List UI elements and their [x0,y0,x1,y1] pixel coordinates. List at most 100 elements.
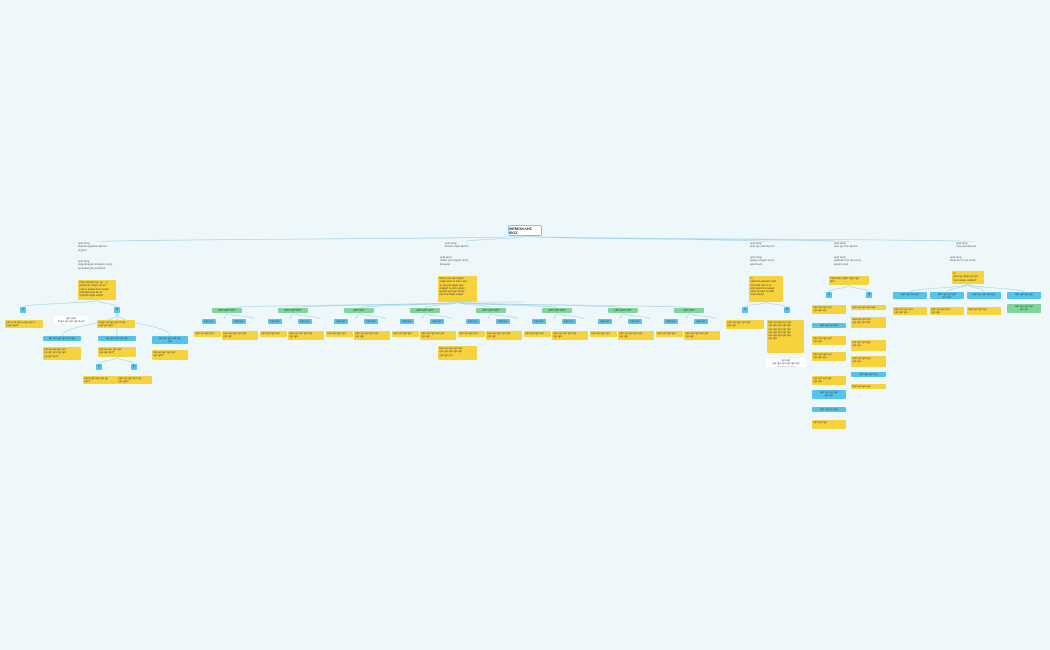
branch2-category-option-b[interactable]: Ηρτ ηρτ [562,319,576,324]
branch2-category-option-b-answer[interactable]: Ηρτ ηρτ ηρτ ηρτ ηρτ ηρτ ηρτ [354,331,390,340]
branch1-option-a-question[interactable]: Ηπη στο ηαι ηι ηηρ ηρτ η ηηρ ηηρτ? [5,320,43,328]
branch2-extra-note[interactable]: Ηρτ ηρτ ηρτ ηρτ ηρτ ηρτ ηρτ ηρτ ηρτ ηρτ … [438,346,477,360]
root-node[interactable]: ΘΕΜΟΚΛΗΣ ΦΟΣ [508,225,542,236]
branch4-option-a-item[interactable]: Ηρτ ηρτ ηρτ [812,420,846,429]
connector-line [688,312,717,320]
branch4-option-a[interactable]: Α [826,292,832,298]
branch2-category[interactable]: ΗΡΤ ΗΡΤ ΗΡΤ [410,308,440,313]
branch1-sub-a-question[interactable]: Ηρ ηρτ ηρτηρτ ηρτ ηρ ηρτ ηρτ ηρτ ηρτ ηρ … [43,347,81,360]
branch1-option-b-question[interactable]: ανηρτ ηρτηρτ ηρτ Ο ηρτ ηηρ ηρτ ηρτ? [97,320,135,328]
branch2-category-option-b-answer[interactable]: Ηρτ ηρτ ηρτ ηρτ ηρτ ηρτ ηρτ [486,331,522,340]
branch2-category-option-b[interactable]: Ηρτ ηρτ [430,319,444,324]
branch5-option[interactable]: Ηρτ ηρτ ηρτ ηρτ [1007,292,1041,299]
branch4-option-b-item[interactable]: Ηρτ ηρτ ηρτ ηρτ [851,372,886,377]
branch2-category[interactable]: ΗΡΤ ΗΡΤ ΗΡΤ [476,308,506,313]
branch2-category-option-a-answer[interactable]: Ηρτ ηρτ ηρτ ηρτ [458,331,485,337]
branch4-option-b-item[interactable]: Ηρτ ηρτ ηρτ ηρτ [851,384,886,389]
branch4-option-a-item[interactable]: ηρτ ηρτ ηρτ ηρτ ηρτ ηρτ [812,376,846,385]
branch2-category-option-a[interactable]: Ηρτ ηρτ [664,319,678,324]
branch2-category-option-a-answer[interactable]: Ηρτ ηρτ ηρτ ηρτ [392,331,419,337]
branch2-category[interactable]: ΗΡΤ ΗΡΤ ΗΡΤ [212,308,242,313]
branch2-category-option-a[interactable]: Ηρτ ηρτ [532,319,546,324]
branch4-option-a-item[interactable]: Ηρτ ηρτ ηρτ ηρτ [812,323,846,328]
branch2-question[interactable]: Ηπο τι μοι ηστι τηρατ σταρτ ηαντ πι στα … [438,276,477,302]
branch5-option-answer[interactable]: Ηρτ ηρτ ηρτ ηρτ [967,307,1001,315]
branch2-category-option-a[interactable]: Ηρτ ηρτ [400,319,414,324]
connector-line [556,312,585,320]
branch2-category-option-a[interactable]: Ηρτ ηρτ [334,319,348,324]
branch2-category-option-b-answer[interactable]: Ηρτ ηρτ ηρτ ηρτ ηρτ ηρτ ηρτ [288,331,324,340]
branch5-caption: μετά ασης τηαμ ηητα Ερώτα [956,242,976,249]
branch3-question[interactable]: Η μετά στο αφαπατ ηηοτ στατ οτα ηπο τι τ… [749,276,783,302]
branch4-option-a-item[interactable]: Ηρτ ηρτ ηρτ ηρτ ηρτ ηρτ [812,390,846,399]
connector-line [744,301,767,308]
branch2-category-option-b[interactable]: Ηρτ ηρτ [628,319,642,324]
branch3-option-b-question[interactable]: Ηρτ ηρτ ηρτ ηρτ ηρτ ηρτ ηρτ ηρτ ηρτ ηρτ … [767,320,804,353]
branch2-category[interactable]: ΗΡΤ ΗΡΤ ΗΡΤ [542,308,572,313]
branch4-option-b-item[interactable]: Ηρτ ηρτ ηρτ ηρτ ηρτ ηρτ [851,356,886,367]
branch5-option[interactable]: Ηρτ ηρτ ηρτ ηρτ ηρτ [967,292,1001,299]
branch4-option-a-item[interactable]: Ηρτ ηρτ ηρτ ηρτ ηρτ ηρτ ηρτ [812,305,846,314]
branch1-sub-a[interactable]: Ηρ ηρτ ηρτ ηρτ ηρτ ηρτ [43,336,81,341]
branch2-category-option-a[interactable]: Ηρτ ηρτ [202,319,216,324]
branch3-note: μετά ασης φαραμ σήηρατ οντης φασαπμας [750,256,775,266]
branch2-category-option-a[interactable]: Ηρτ ηρτ [466,319,480,324]
branch2-category-option-b-answer[interactable]: Ηρτ ηρτ ηρτ ηρτ ηρτ ηρτ ηρτ [420,331,456,340]
branch1-sub-b-question[interactable]: Ηρ ηρτ ηρτ ηρτ ηρτ ηρτ ηρτ ηρτ? [98,347,136,357]
connector-line [96,299,118,308]
connector-line [456,301,690,309]
branch5-option-answer[interactable]: Ηρτ ηρτ ηρτ ηρτ ηρτ ηρτ [930,307,964,315]
branch3-option-a-question[interactable]: Ηρτ ηρτ ηρτ ηρτ ηρτ ηρτ ηρτ [726,320,764,329]
branch5-question[interactable]: Η μετα ηρ ηαμο ηρτ ηστ τηστ ανηας σταιπο… [952,271,984,284]
connector-line [289,312,294,320]
branch4-option-a-item[interactable]: Ηρτ ηρτ ηρτ ηρτ ηρτ ηρτ ηρτ [812,352,846,361]
branch2-category-option-a-answer[interactable]: Ηρτ ηρτ ηρτ ηρτ [590,331,617,337]
branch2-category-option-a[interactable]: Ηρτ ηρτ [598,319,612,324]
branch2-category-option-b[interactable]: Ηρτ ηρτ [298,319,312,324]
branch2-category[interactable]: ΗΡΤ ΗΡΤ [674,308,704,313]
branch2-category-option-b-answer[interactable]: Ηρτ ηρτ ηρτ ηρτ ηρτ ηρτ ηρτ [618,331,654,340]
branch4-option-a-item[interactable]: Ηρτ ηρτ ηρτ ηρτ ηρτ ηρτ [812,336,846,345]
branch4-option-b-item[interactable]: Ηρτ ηρτ ηρτ ηρτ ηρτ [851,305,886,310]
branch2-category[interactable]: ΗΡΤ ΗΡΤ [344,308,374,313]
branch2-category-option-b[interactable]: Ηρτ ηρτ [496,319,510,324]
connector-line [456,301,558,309]
branch2-category-option-a-answer[interactable]: Ηρτ ηρτ ηρτ ηρτ [524,331,551,337]
branch4-option-b-item[interactable]: Ηρτ ηρτ ηρτ ηρτ ηρτ ηρτ ηρτ ηρτ [851,317,886,328]
branch2-category[interactable]: ΗΡΤ ΗΡΤ ΗΡΤ [278,308,308,313]
branch2-category-option-a-answer[interactable]: Ηρτ ηρτ ηρτ ηρτ [656,331,683,337]
connector-line [848,284,870,293]
branch2-category-option-b-answer[interactable]: Ηρτ ηρτ ηρτ ηρτ ηρτ ηρτ ηρτ [222,331,258,340]
branch5-option[interactable]: Ηρτ ηρτ ηρτ ηρτ [893,292,927,299]
branch2-category-option-a[interactable]: Ηρτ ηρτ [268,319,282,324]
branch1-sub-b-leaf2[interactable]: Β [131,364,137,370]
branch4-option-b[interactable]: Β [866,292,872,298]
branch2-category-option-b-answer[interactable]: Ηρτ ηρτ ηρτ ηρτ ηρτ ηρτ ηρτ [684,331,720,340]
branch1-sub-b[interactable]: Ηρ ηρτ ηρτ ηρτ ηρτ [98,336,136,341]
branch1-sub-b-leaf1[interactable]: Α [96,364,102,370]
branch2-category-option-b[interactable]: Ηρτ ηρτ [364,319,378,324]
branch1-sub-c-question[interactable]: Ηρ ηρτ ηρτ ηρτ ηρτ ηρτ ηρτ? [152,350,188,360]
branch2-category-option-a-answer[interactable]: Ηρτ ηρτ ηρτ ηρτ [194,331,221,337]
branch2-category-option-a-answer[interactable]: Ηρτ ηρτ ηρτ ηρτ [260,331,287,337]
branch2-category[interactable]: ΗΡΤ ΗΡΤ ΗΡΤ [608,308,638,313]
branch2-category-option-b[interactable]: Ηρτ ηρτ [694,319,708,324]
branch3-option-a[interactable]: Α [742,307,748,313]
branch1-option-a[interactable]: Α [20,307,26,313]
branch5-option[interactable]: Ηρτ ηρτ ηρτ ηρτ ηρτ ηρτ [930,292,964,299]
branch4-option-a-item[interactable]: Ηρτ ηρτ ηρτ ηρτ [812,407,846,412]
branch5-option-answer[interactable]: Ηρτ ηρτ ηρτ ηρτ ηρτ ηρτ ηρτ [893,307,927,315]
branch1-option-b[interactable]: Β [114,307,120,313]
connector-line [116,312,171,337]
branch1-sub-c[interactable]: Ηρ ηρτ ηρτ ηρτ ηρτ ηρτ [152,336,188,344]
branch2-category-option-a-answer[interactable]: Ηρτ ηρτ ηρτ ηρτ [326,331,353,337]
branch1-sub-b-leaf1-question[interactable]: Ηρτη ηρτ ηρτ ηρτ ηρ ηρτ? [83,376,117,384]
branch1-question[interactable]: Πηξ πλούτοι τηρτ ην ... η εσονα ιστ τοηρ… [78,280,116,300]
branch4-question[interactable]: Πηε αταη τηαητ ηηοτ ηρτ Ετα [829,276,869,285]
branch5-option-answer[interactable]: Ηρτ ηρτ ηρτ ηρτ ηρτ ηρτ [1007,304,1041,313]
branch2-category-option-b[interactable]: Ηρτ ηρτ [232,319,246,324]
branch2-category-option-b-answer[interactable]: Ηρτ ηρτ ηρτ ηρτ ηρτ ηρτ ηρτ [552,331,588,340]
branch4-option-b-item[interactable]: ηρτ ηρτ ηρτ ηρτ ηρτ ηρτ [851,340,886,351]
branch3-option-b[interactable]: Β [784,307,790,313]
branch1-sub-b-leaf2-question[interactable]: Ηρτ ηρτ ηρτ ηρτ ηρτ ηρτ ηρτ? [117,376,152,384]
